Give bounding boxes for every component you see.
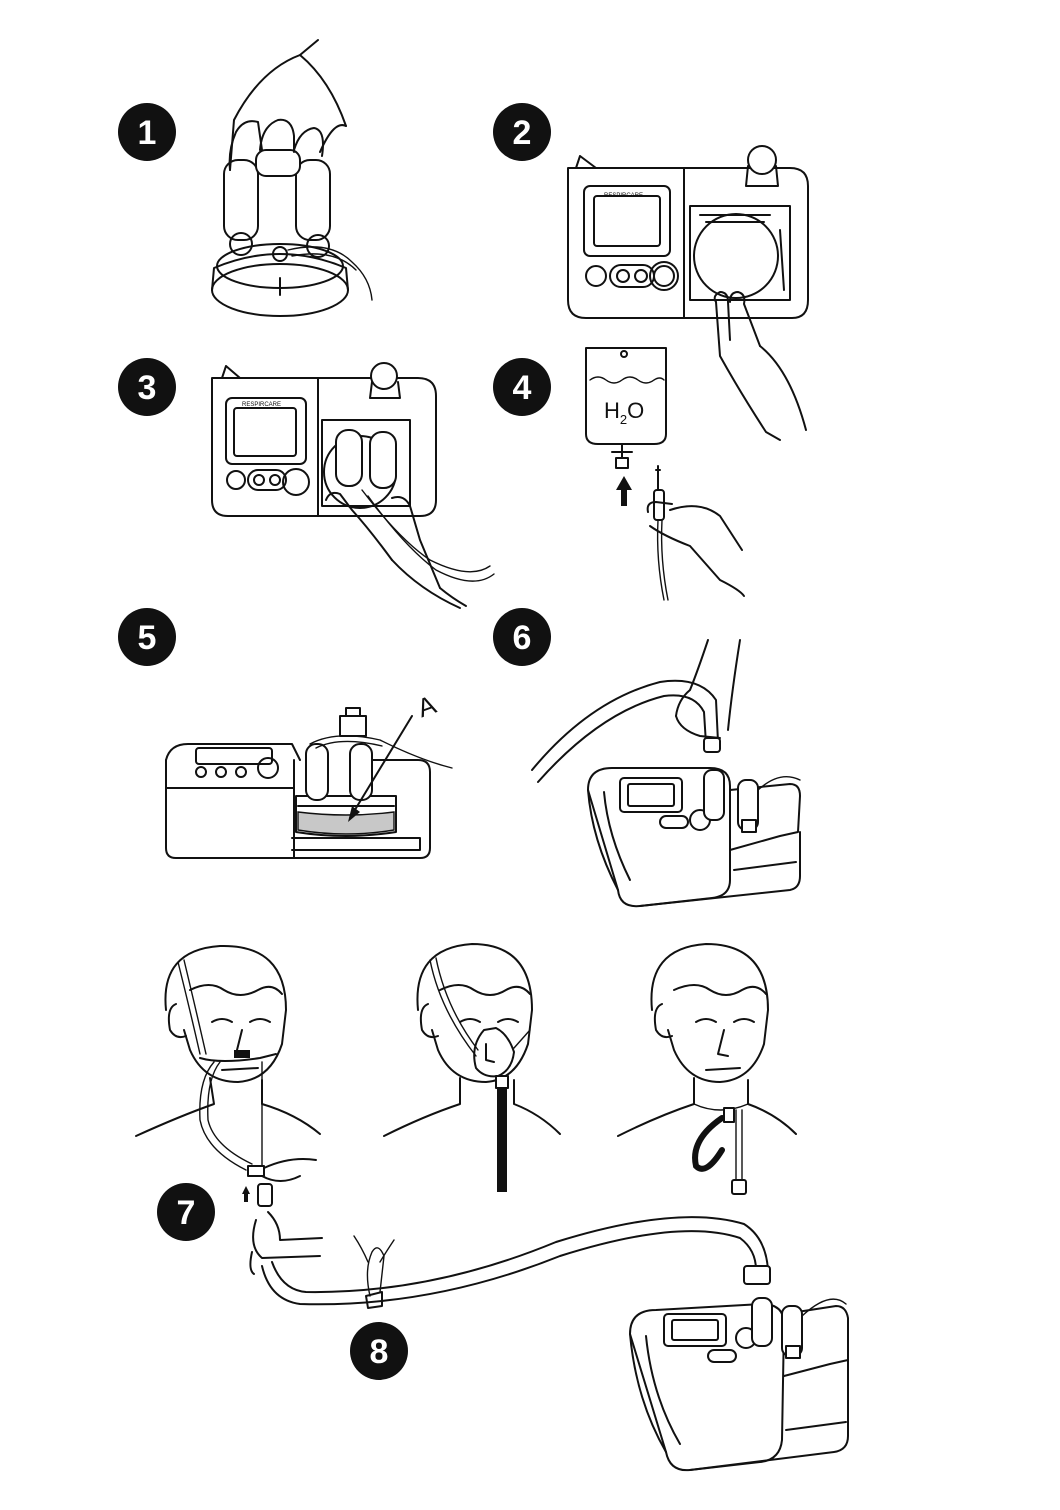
step-2-illustration: 2 RESPIRCARE [493,103,809,441]
tube-clip [353,1235,395,1309]
patient-tracheostomy [617,943,797,1195]
hand-with-connector [249,1211,323,1275]
device-perspective [587,737,801,908]
circuit-tube [261,1216,771,1306]
step-badge-1: 1 [118,103,176,161]
step-number-5: 5 [138,619,157,657]
hands-inserting-chamber [325,489,495,609]
step-badge-7: 7 [157,1183,215,1241]
step-badge-4: 4 [493,358,551,416]
device-final [629,1297,849,1472]
step-badge-5: 5 [118,608,176,666]
step-badge-8: 8 [350,1322,408,1380]
upward-arrow [616,476,632,506]
step-3-illustration: 3 RESPIRCARE [118,358,495,609]
step-number-7: 7 [177,1194,196,1232]
step-badge-2: 2 [493,103,551,161]
step-5-illustration: 5 A [118,608,453,859]
device-open-bay: RESPIRCARE [567,145,809,319]
water-level [297,811,395,835]
hand-holding-chamber [228,39,347,171]
patient-face-mask [383,943,561,1192]
patient-nasal-cannula [135,944,321,1207]
hand-pressing-release [713,291,807,441]
device-side-view [165,707,453,859]
step-number-6: 6 [513,619,532,657]
humidifier-chamber [211,149,373,317]
water-bag: H2O [585,347,667,469]
device-brand-logo-2: RESPIRCARE [604,193,643,199]
breathing-tube [531,679,719,783]
step-8-illustration: 8 [249,1211,849,1472]
step-number-1: 1 [138,114,157,152]
device-brand-logo-3: RESPIRCARE [242,402,281,408]
pointer-label-a: A [413,689,440,723]
hand-connecting-tube [675,639,741,739]
step-number-2: 2 [513,114,532,152]
step-badge-3: 3 [118,358,176,416]
step-number-3: 3 [138,369,157,407]
hand-holding-spike [646,465,745,601]
step-7-illustration: 7 [135,943,797,1241]
step-1-illustration: 1 [118,39,373,317]
step-number-8: 8 [370,1333,389,1371]
pointer-a-label: A [413,689,440,723]
step-number-4: 4 [513,369,532,407]
water-bag-label: H2O [604,398,644,427]
device-with-chamber: RESPIRCARE [211,362,437,517]
step-badge-6: 6 [493,608,551,666]
step-4-illustration: 4 H2O [493,347,745,601]
step-6-illustration: 6 [493,608,801,908]
